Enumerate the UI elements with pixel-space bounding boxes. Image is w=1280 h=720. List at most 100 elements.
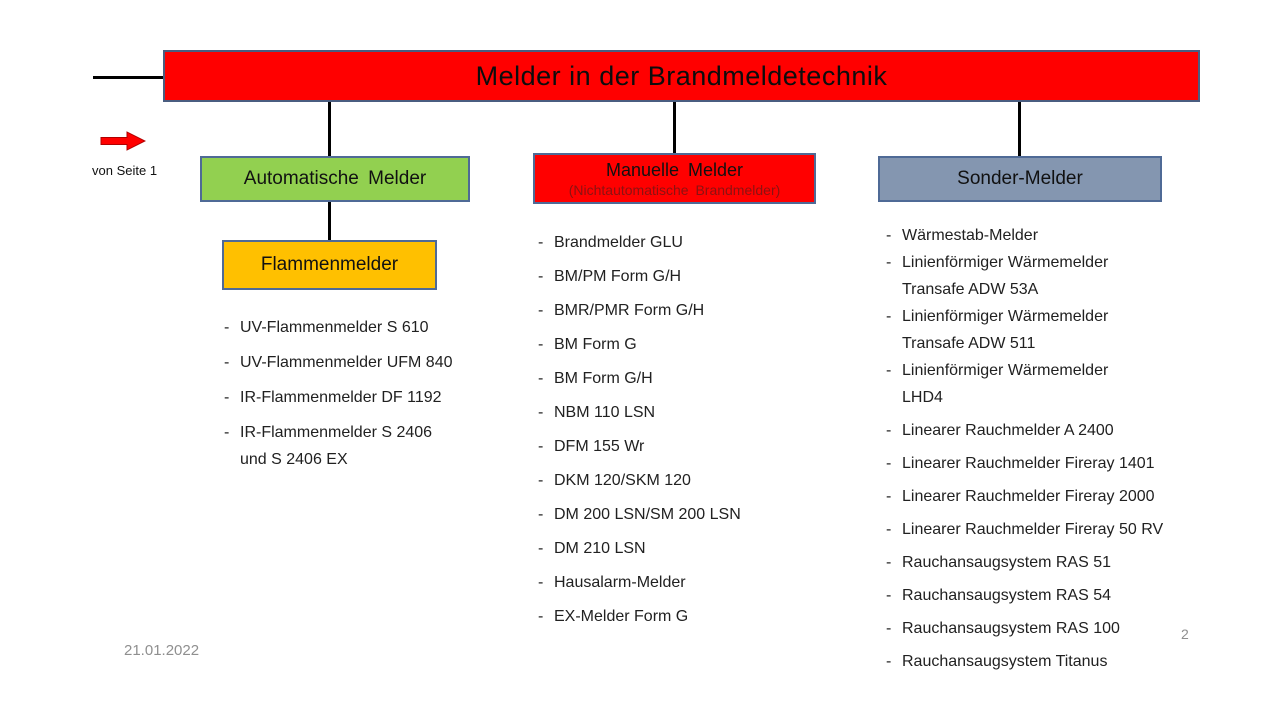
list-item-text: Rauchansaugsystem Titanus	[902, 653, 1108, 670]
list-item: -NBM 110 LSN	[538, 399, 828, 426]
list-item: -Brandmelder GLU	[538, 229, 828, 256]
list-item-text: Linearer Rauchmelder Fireray 1401	[902, 455, 1155, 472]
list-item: -DFM 155 Wr	[538, 433, 828, 460]
bullet-dash: -	[224, 389, 230, 406]
list-item-text: Hausalarm-Melder	[554, 574, 686, 591]
list-item-text: UV-Flammenmelder UFM 840	[240, 354, 453, 371]
list-item-text: Rauchansaugsystem RAS 51	[902, 554, 1111, 571]
bullet-dash: -	[538, 302, 544, 319]
bullet-dash: -	[538, 608, 544, 625]
bullet-dash: -	[886, 362, 892, 379]
bullet-dash: -	[886, 422, 892, 439]
list-item: -UV-Flammenmelder UFM 840	[224, 349, 514, 376]
list-item-text: NBM 110 LSN	[554, 404, 656, 421]
page-title: Melder in der Brandmeldetechnik	[475, 60, 888, 91]
list-item: -BMR/PMR Form G/H	[538, 297, 828, 324]
list-item-text: BM Form G	[554, 336, 637, 353]
list-item-text: Rauchansaugsystem RAS 54	[902, 587, 1111, 604]
bullet-dash: -	[886, 455, 892, 472]
list-item: -UV-Flammenmelder S 610	[224, 314, 514, 341]
category-sublabel-manuelle: (Nichtautomatische Brandmelder)	[568, 181, 781, 198]
list-item-text: UV-Flammenmelder S 610	[240, 319, 429, 336]
list-item: -EX-Melder Form G	[538, 603, 828, 630]
bullet-dash: -	[538, 506, 544, 523]
list-automatische: -UV-Flammenmelder S 610-UV-Flammenmelder…	[224, 314, 514, 481]
list-item-text: Brandmelder GLU	[554, 234, 683, 251]
list-item-text: Linearer Rauchmelder Fireray 2000	[902, 488, 1155, 505]
bullet-dash: -	[886, 653, 892, 670]
list-manuelle: -Brandmelder GLU-BM/PM Form G/H-BMR/PMR …	[538, 229, 828, 637]
list-item: -BM/PM Form G/H	[538, 263, 828, 290]
title-box: Melder in der Brandmeldetechnik	[163, 50, 1200, 102]
list-item: -DKM 120/SKM 120	[538, 467, 828, 494]
bullet-dash: -	[538, 540, 544, 557]
bullet-dash: -	[886, 227, 892, 244]
list-item: -DM 200 LSN/SM 200 LSN	[538, 501, 828, 528]
category-label-automatische: Automatische Melder	[243, 168, 427, 189]
category-label-manuelle: Manuelle Melder	[605, 159, 744, 180]
list-item: -Linearer Rauchmelder Fireray 50 RV	[886, 516, 1206, 543]
list-item: -Rauchansaugsystem RAS 100	[886, 615, 1206, 642]
bullet-dash: -	[538, 404, 544, 421]
bullet-dash: -	[538, 234, 544, 251]
bullet-dash: -	[538, 438, 544, 455]
bullet-dash: -	[886, 620, 892, 637]
bullet-dash: -	[538, 370, 544, 387]
slide-date: 21.01.2022	[124, 642, 200, 659]
bullet-dash: -	[886, 554, 892, 571]
list-item-text: EX-Melder Form G	[554, 608, 689, 625]
subcategory-box-flammenmelder: Flammenmelder	[222, 240, 437, 290]
list-item-text: Wärmestab-Melder	[902, 227, 1039, 244]
list-item: -Rauchansaugsystem Titanus	[886, 648, 1206, 675]
list-item: -Wärmestab-Melder	[886, 222, 1206, 249]
list-item-text: BMR/PMR Form G/H	[554, 302, 705, 319]
page-nav-arrow-icon	[100, 131, 146, 151]
category-box-sonder: Sonder-Melder	[878, 156, 1162, 202]
list-item-text: DKM 120/SKM 120	[554, 472, 691, 489]
bullet-dash: -	[538, 268, 544, 285]
list-item: -Linearer Rauchmelder A 2400	[886, 417, 1206, 444]
page-number: 2	[1181, 626, 1189, 642]
bullet-dash: -	[886, 488, 892, 505]
bullet-dash: -	[886, 587, 892, 604]
list-item: -IR-Flammenmelder DF 1192	[224, 384, 514, 411]
list-sonder: -Wärmestab-Melder-Linienförmiger Wärmeme…	[886, 222, 1206, 675]
category-box-automatische: Automatische Melder	[200, 156, 470, 202]
connector-title-automatische	[328, 100, 331, 156]
bullet-dash: -	[224, 354, 230, 371]
category-label-sonder: Sonder-Melder	[957, 168, 1083, 189]
list-item: -Rauchansaugsystem RAS 51	[886, 549, 1206, 576]
connector-automatische-flammenmelder	[328, 200, 331, 240]
list-item-text: IR-Flammenmelder DF 1192	[240, 389, 442, 406]
bullet-dash: -	[886, 521, 892, 538]
connector-line-left	[93, 76, 163, 79]
list-item-text: DFM 155 Wr	[554, 438, 645, 455]
bullet-dash: -	[886, 254, 892, 271]
list-item-text: DM 200 LSN/SM 200 LSN	[554, 506, 741, 523]
list-item: -Linearer Rauchmelder Fireray 2000	[886, 483, 1206, 510]
bullet-dash: -	[538, 574, 544, 591]
nav-arrow-label: von Seite 1	[92, 163, 158, 178]
bullet-dash: -	[224, 319, 230, 336]
list-item-text: Rauchansaugsystem RAS 100	[902, 620, 1120, 637]
list-item: -Linearer Rauchmelder Fireray 1401	[886, 450, 1206, 477]
bullet-dash: -	[538, 472, 544, 489]
list-item: -Rauchansaugsystem RAS 54	[886, 582, 1206, 609]
category-box-manuelle: Manuelle Melder (Nichtautomatische Brand…	[533, 153, 816, 204]
list-item-text: BM/PM Form G/H	[554, 268, 682, 285]
list-item: -BM Form G/H	[538, 365, 828, 392]
list-item-text: Linearer Rauchmelder A 2400	[902, 422, 1114, 439]
list-item: -DM 210 LSN	[538, 535, 828, 562]
bullet-dash: -	[538, 336, 544, 353]
bullet-dash: -	[886, 308, 892, 325]
list-item-text: DM 210 LSN	[554, 540, 646, 557]
